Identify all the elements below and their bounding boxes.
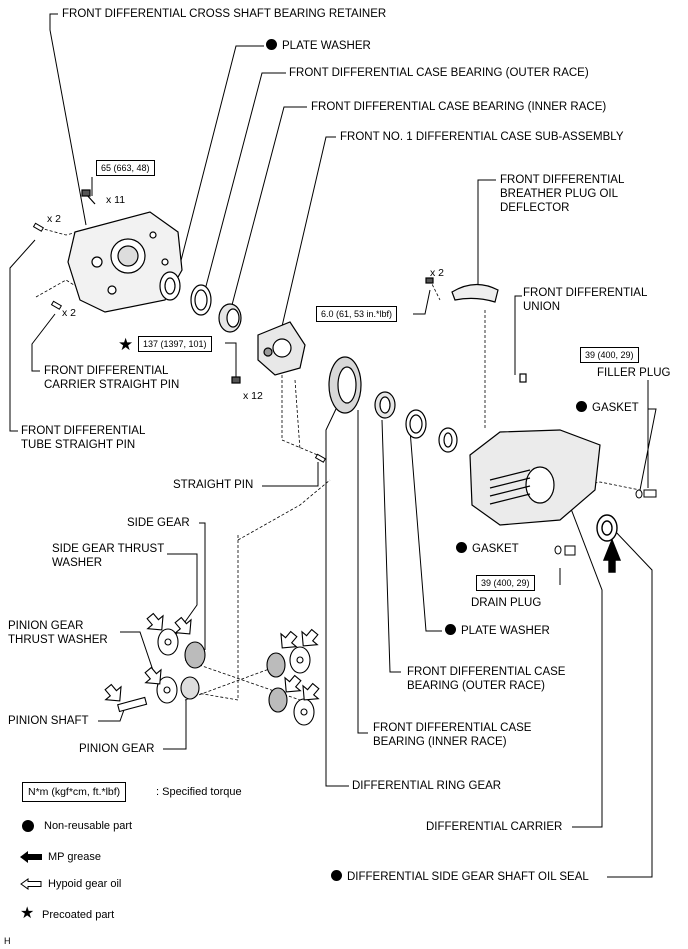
leader-breather — [477, 179, 496, 286]
leader-ring-torque — [225, 342, 237, 380]
torque-drain-plug: 39 (400, 29) — [476, 575, 535, 591]
leader-side-gear-thrust — [167, 553, 198, 637]
label-bearing-inner-bottom: FRONT DIFFERENTIAL CASE BEARING (INNER R… — [373, 722, 532, 748]
legend-hypoid-oil: Hypoid gear oil — [48, 878, 122, 890]
leader-bearing-outer-bottom — [381, 419, 401, 673]
differential-carrier-part — [469, 429, 601, 526]
label-ring-gear: DIFFERENTIAL RING GEAR — [352, 780, 502, 792]
leader-ring-gear — [325, 389, 349, 787]
leader-bearing-inner-top — [231, 106, 307, 306]
label-oil-seal: DIFFERENTIAL SIDE GEAR SHAFT OIL SEAL — [331, 870, 589, 884]
label-pinion-gear: PINION GEAR — [79, 743, 155, 755]
leader-bearing-inner-bottom — [357, 410, 368, 734]
label-differential-carrier: DIFFERENTIAL CARRIER — [426, 821, 563, 833]
label-plate-washer-bottom: PLATE WASHER — [445, 624, 550, 638]
qty-deflector-bolt: x 2 — [430, 267, 445, 279]
ring-gear-part — [328, 356, 362, 414]
qty-retainer-bolt: x 11 — [106, 194, 126, 206]
torque-filler-plug: 39 (400, 29) — [580, 347, 639, 363]
label-breather-deflector: FRONT DIFFERENTIAL BREATHER PLUG OIL DEF… — [500, 174, 625, 214]
label-plate-washer-top: PLATE WASHER — [266, 39, 371, 53]
label-straight-pin: STRAIGHT PIN — [173, 479, 254, 491]
leader-side-gear — [199, 522, 206, 650]
qty-carrier-pin: x 2 — [62, 307, 77, 319]
precoated-star-icon: ★ — [118, 335, 134, 354]
hypoid-oil-arrow-icon — [20, 878, 42, 890]
legend-mp-grease: MP grease — [48, 851, 101, 863]
label-pinion-shaft: PINION SHAFT — [8, 715, 89, 727]
leader-gasket-right — [639, 408, 657, 491]
leader-straight-pin — [262, 462, 319, 487]
legend-torque-desc: : Specified torque — [156, 786, 242, 798]
label-drain-plug: DRAIN PLUG — [471, 597, 542, 609]
label-gasket-right: GASKET — [576, 401, 639, 415]
corner-mark: H — [4, 936, 11, 946]
cross-shaft-retainer-part — [67, 189, 183, 313]
mp-grease-arrow-icon — [20, 851, 42, 863]
non-reusable-dot-icon — [445, 624, 456, 635]
precoated-legend-star-icon: ★ — [20, 905, 35, 922]
legend-precoated: Precoated part — [42, 909, 115, 921]
label-filler-plug: FILLER PLUG — [597, 367, 671, 379]
leader-plate-washer-top — [174, 45, 264, 285]
qty-tube-pin: x 2 — [47, 213, 62, 225]
non-reusable-legend-icon — [22, 820, 34, 832]
leader-pinion-shaft — [98, 706, 126, 722]
non-reusable-dot-icon — [266, 39, 277, 50]
qty-ring-gear-bolt: x 12 — [243, 390, 263, 402]
label-side-gear: SIDE GEAR — [127, 517, 190, 529]
label-gasket-drain: GASKET — [456, 542, 519, 556]
leader-diff-carrier — [559, 479, 603, 828]
leader-carrier-pin — [31, 313, 56, 372]
oil-seal-part — [596, 514, 622, 573]
leader-deflector-torque — [413, 289, 431, 315]
label-case-sub-assembly: FRONT NO. 1 DIFFERENTIAL CASE SUB-ASSEMB… — [340, 131, 624, 143]
leader-pinion-gear — [163, 700, 187, 750]
label-tube-straight-pin: FRONT DIFFERENTIAL TUBE STRAIGHT PIN — [21, 425, 146, 451]
non-reusable-dot-icon — [456, 542, 467, 553]
label-pinion-gear-thrust-washer: PINION GEAR THRUST WASHER — [8, 620, 108, 646]
leader-oil-seal — [607, 529, 653, 878]
non-reusable-dot-icon — [576, 401, 587, 412]
non-reusable-dot-icon — [331, 870, 342, 881]
label-carrier-straight-pin: FRONT DIFFERENTIAL CARRIER STRAIGHT PIN — [44, 365, 180, 391]
leader-bearing-outer-top — [204, 72, 286, 291]
label-bearing-inner-top: FRONT DIFFERENTIAL CASE BEARING (INNER R… — [311, 101, 607, 113]
leader-case-sub — [279, 136, 336, 336]
label-bearing-outer-top: FRONT DIFFERENTIAL CASE BEARING (OUTER R… — [289, 67, 589, 79]
label-bearing-outer-bottom: FRONT DIFFERENTIAL CASE BEARING (OUTER R… — [407, 666, 566, 692]
label-union: FRONT DIFFERENTIAL UNION — [523, 287, 648, 313]
differential-case-part — [231, 321, 306, 384]
label-side-gear-thrust-washer: SIDE GEAR THRUST WASHER — [52, 543, 165, 569]
label-cross-shaft-retainer: FRONT DIFFERENTIAL CROSS SHAFT BEARING R… — [62, 8, 387, 20]
torque-deflector-bolt: 6.0 (61, 53 in.*lbf) — [316, 306, 398, 322]
leader-plate-washer-bottom — [409, 429, 442, 632]
legend-non-reusable: Non-reusable part — [44, 820, 133, 832]
leader-cross-shaft-retainer — [49, 13, 87, 226]
legend-torque-box: N*m (kgf*cm, ft.*lbf) — [22, 782, 127, 802]
leader-tube-pin — [9, 239, 36, 432]
leader-union — [514, 295, 522, 375]
torque-ring-gear-bolt: 137 (1397, 101) — [138, 336, 212, 352]
torque-retainer-bolt: 65 (663, 48) — [96, 160, 155, 176]
